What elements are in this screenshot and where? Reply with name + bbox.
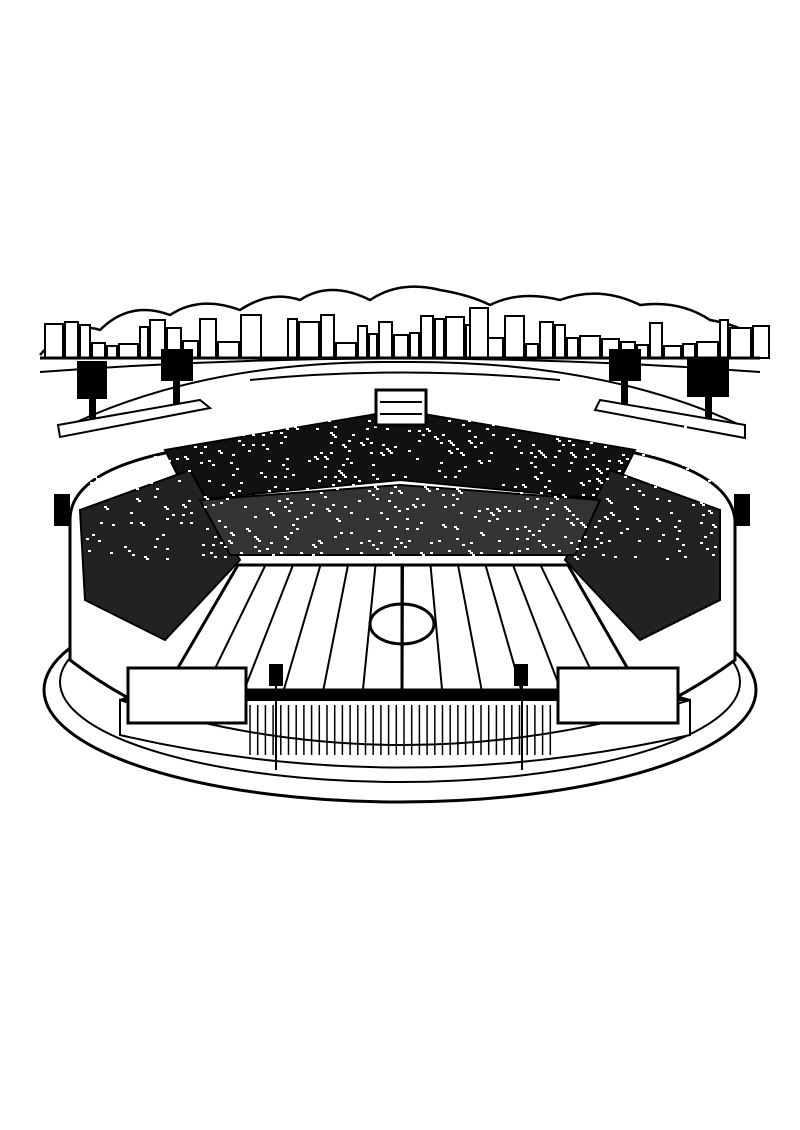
floodlight-icon [161,349,193,381]
building [393,334,409,359]
building [682,343,696,359]
right-stand [563,468,721,642]
city-skyline [39,285,770,431]
building [566,337,579,359]
floodlight-icon [77,361,107,399]
banner-right [556,666,680,725]
building [649,322,663,359]
building [663,345,682,359]
building [539,321,554,359]
building [320,314,335,359]
building [118,343,139,359]
building [298,321,320,359]
building [357,325,368,359]
building [44,323,64,359]
building [434,318,445,359]
building [240,314,262,359]
building [696,341,719,359]
building [64,321,79,359]
building [752,325,770,359]
building [579,335,601,359]
stadium [42,388,758,804]
building [217,341,240,359]
building [504,315,525,359]
building [287,318,298,359]
building [199,318,217,359]
building [719,319,729,359]
building [139,326,149,359]
building [335,342,357,359]
building [79,324,91,359]
floodlight-icon [687,359,729,397]
banner-left [126,666,248,725]
center-circle [368,602,436,646]
building [554,324,566,359]
building [525,343,539,359]
building [378,321,393,359]
building [368,333,378,359]
floodlight-icon [609,349,641,381]
building [729,327,752,359]
building [445,316,465,359]
floodlights-background [77,349,729,425]
building [91,342,106,359]
building [106,345,118,359]
building [420,315,434,359]
scoreboard [374,388,428,427]
left-stand [78,468,242,642]
building [409,332,420,359]
